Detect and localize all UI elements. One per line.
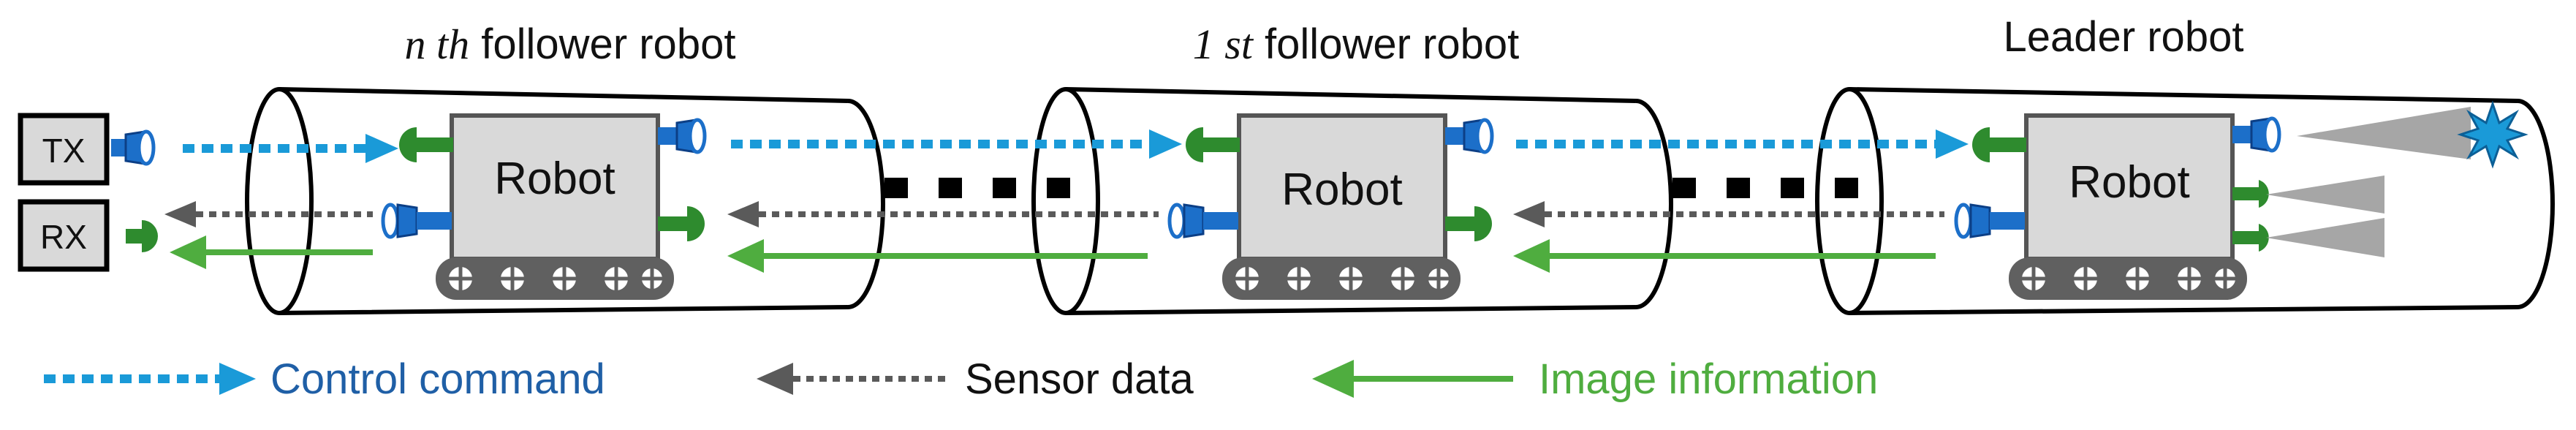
pipe-first <box>1031 87 1673 315</box>
camera-transmitter-icon <box>1445 118 1494 154</box>
camera-transmitter-icon <box>381 203 452 239</box>
robot-nth-label: Robot <box>494 154 615 204</box>
robot-leader-label: Robot <box>2069 157 2189 208</box>
sensor-arrows <box>164 201 1944 227</box>
first-robot-title: 1 st follower robot <box>1193 20 1519 68</box>
legend-image: Image information <box>1312 355 1878 403</box>
sensor-cone-upper <box>2266 176 2384 214</box>
legend-sensor-label: Sensor data <box>965 355 1194 403</box>
receiver-antenna-icon <box>1445 206 1492 241</box>
legend-control: Control command <box>44 355 605 403</box>
receiver-antenna-icon <box>126 220 158 252</box>
sensor-cone-lower <box>2266 218 2384 257</box>
ellipsis-gap-2 <box>1672 178 1858 198</box>
tx-label: TX <box>42 132 86 170</box>
rx-box: RX <box>18 199 110 272</box>
spark-icon <box>2457 100 2528 169</box>
receiver-antenna-icon <box>399 127 453 162</box>
camera-transmitter-icon <box>1954 203 2025 239</box>
legend-sensor: Sensor data <box>757 355 1194 403</box>
receiver-antenna-icon <box>2232 224 2269 252</box>
receiver-antenna-icon <box>658 206 705 241</box>
image-arrows <box>170 235 1936 273</box>
camera-transmitter-icon <box>658 118 707 154</box>
camera-transmitter-icon <box>1167 203 1238 239</box>
leader-robot-title: Leader robot <box>2004 13 2244 61</box>
robot-first: Robot <box>1167 113 1494 300</box>
pipe-nth <box>245 87 885 315</box>
camera-transmitter-icon <box>2232 116 2281 153</box>
ellipsis-gap-1 <box>884 178 1070 198</box>
legend-image-label: Image information <box>1539 355 1878 403</box>
robot-first-label: Robot <box>1281 165 1402 215</box>
robot-leader: Robot <box>1954 100 2528 300</box>
camera-view-cone <box>2297 107 2471 159</box>
robot-nth: Robot <box>381 113 707 300</box>
control-arrows <box>183 129 1969 163</box>
receiver-antenna-icon <box>2232 180 2269 208</box>
receiver-antenna-icon <box>1972 127 2026 162</box>
legend: Control command Sensor data Image inform… <box>44 355 1878 403</box>
rx-label: RX <box>40 218 87 256</box>
tx-box: TX <box>18 113 110 186</box>
legend-control-label: Control command <box>270 355 605 403</box>
camera-transmitter-icon <box>111 129 156 166</box>
receiver-antenna-icon <box>1186 127 1240 162</box>
nth-robot-title: n th follower robot <box>405 20 736 68</box>
pipe-leader <box>1815 87 2555 315</box>
